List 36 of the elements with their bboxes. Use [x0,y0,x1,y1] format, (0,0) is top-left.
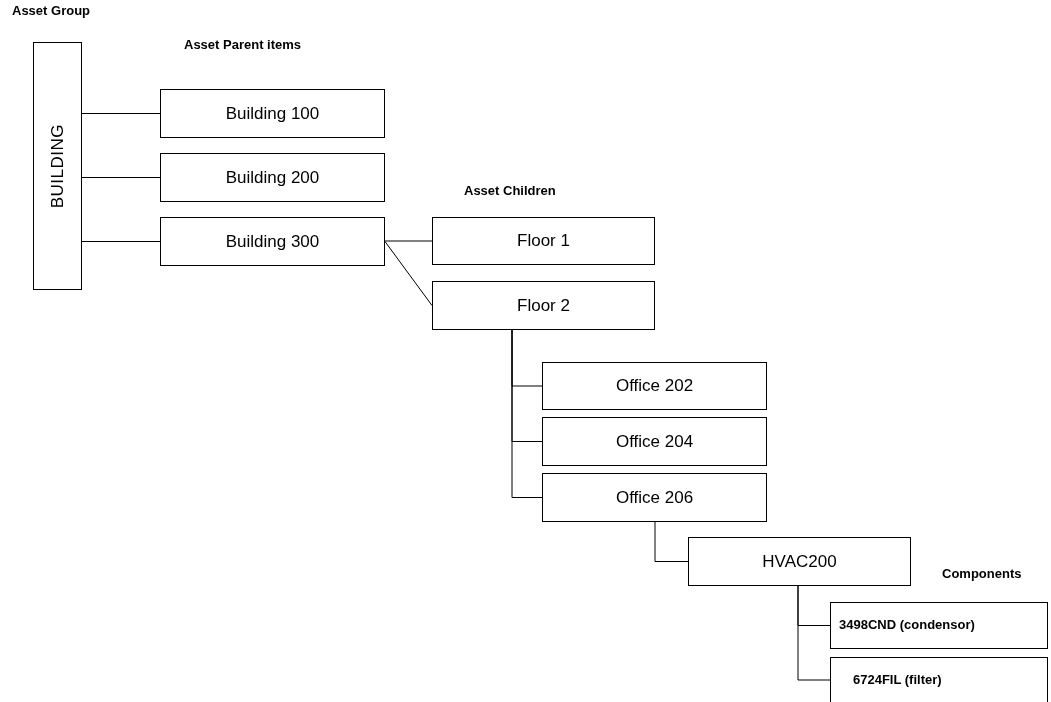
connector-line [797,585,831,681]
node-label: Office 202 [615,376,694,396]
node-label: HVAC200 [762,551,837,572]
asset-box [432,281,655,330]
asset-box [160,89,385,138]
connector-line [81,113,161,114]
asset-box [160,153,385,202]
node-label: BUILDING [47,123,68,209]
section-heading: Asset Parent items [184,37,302,52]
asset-box [542,473,767,522]
node-label: 3498CND (condensor) [839,618,975,633]
node-label: Office 206 [615,487,694,508]
asset-box [432,217,655,265]
node-label: Floor 2 [517,295,570,316]
connector-line [511,329,543,498]
node-label: Building 200 [225,167,320,188]
node-label: 6724FIL (filter) [853,672,942,688]
connector-line [384,240,433,242]
connector-line [81,241,161,242]
connector-line [384,241,433,306]
node-label: Building 100 [225,103,320,124]
asset-box [160,217,385,266]
section-heading: Asset Children [464,183,556,198]
asset-box [830,657,1048,702]
asset-box [33,42,82,290]
section-heading: Asset Group [12,3,90,18]
section-heading: Components [942,566,1022,581]
asset-box [830,602,1048,649]
connector-line [81,177,161,178]
asset-box [542,417,767,466]
node-label: Floor 1 [517,231,570,251]
node-label: Office 204 [615,431,694,452]
asset-box [688,537,911,586]
connector-line [654,521,689,562]
asset-box [542,362,767,410]
node-label: Building 300 [225,231,320,252]
